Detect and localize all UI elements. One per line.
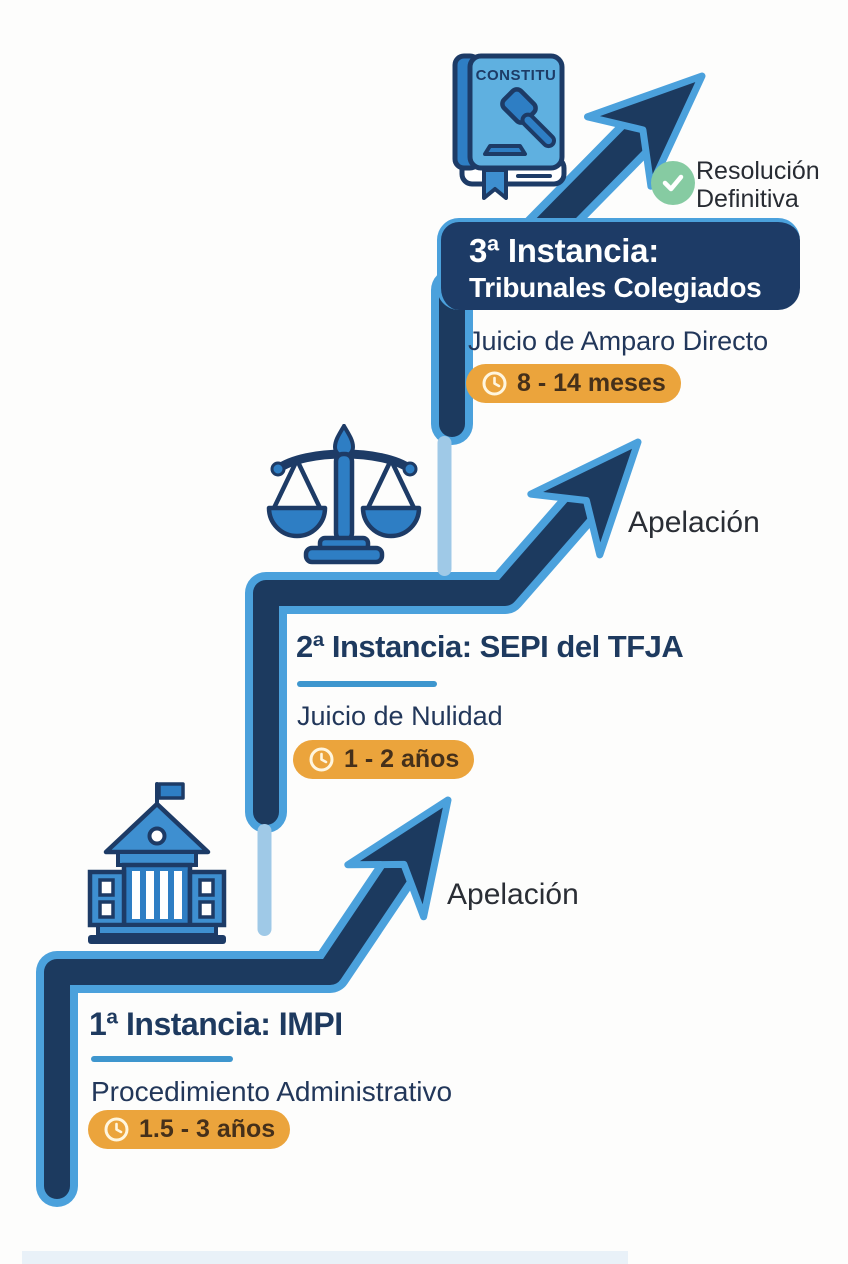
government-building-icon xyxy=(87,782,227,944)
stage1-duration: 1.5 - 3 años xyxy=(139,1115,276,1143)
final-resolution-label: Resolución Definitiva xyxy=(696,157,820,213)
stage3-title-line1: 3ª Instancia: xyxy=(469,232,659,269)
bottom-strip xyxy=(22,1251,628,1264)
stage3-duration-badge: 8 - 14 meses xyxy=(466,364,681,403)
scales-of-justice-icon xyxy=(266,424,422,565)
book-cover-label: CONSTITU xyxy=(475,67,557,84)
arrowhead-3 xyxy=(584,72,706,190)
stage1-subtitle: Procedimiento Administrativo xyxy=(91,1076,453,1107)
stage1-arrow-label: Apelación xyxy=(447,878,579,911)
clock-icon xyxy=(309,747,334,772)
stage3-title-box: 3ª Instancia: Tribunales Colegiados xyxy=(437,218,800,310)
stage3-subtitle: Juicio de Amparo Directo xyxy=(468,326,769,356)
stage1-title: 1ª Instancia: IMPI xyxy=(89,1006,343,1042)
path-dash-upper xyxy=(437,436,452,576)
constitution-book-icon xyxy=(452,53,567,200)
stage3-title-line2: Tribunales Colegiados xyxy=(469,271,762,303)
arrowhead-2 xyxy=(527,438,642,559)
stage3-duration: 8 - 14 meses xyxy=(517,369,666,397)
stage2-arrow-label: Apelación xyxy=(628,506,760,539)
arrowhead-1 xyxy=(344,796,452,921)
clock-icon xyxy=(482,371,507,396)
check-icon xyxy=(651,161,695,205)
final-resolution-line1: Resolución xyxy=(696,157,820,185)
stage1-duration-badge: 1.5 - 3 años xyxy=(88,1110,291,1149)
stage2-duration: 1 - 2 años xyxy=(344,745,460,773)
final-resolution-line2: Definitiva xyxy=(696,185,799,213)
stage2-underline xyxy=(297,681,437,687)
clock-icon xyxy=(104,1117,129,1142)
path-dash-lower xyxy=(257,824,272,936)
stage1-underline xyxy=(91,1056,233,1062)
stage2-duration-badge: 1 - 2 años xyxy=(293,740,475,779)
stage2-title: 2ª Instancia: SEPI del TFJA xyxy=(296,629,684,664)
stage2-subtitle: Juicio de Nulidad xyxy=(297,701,503,731)
